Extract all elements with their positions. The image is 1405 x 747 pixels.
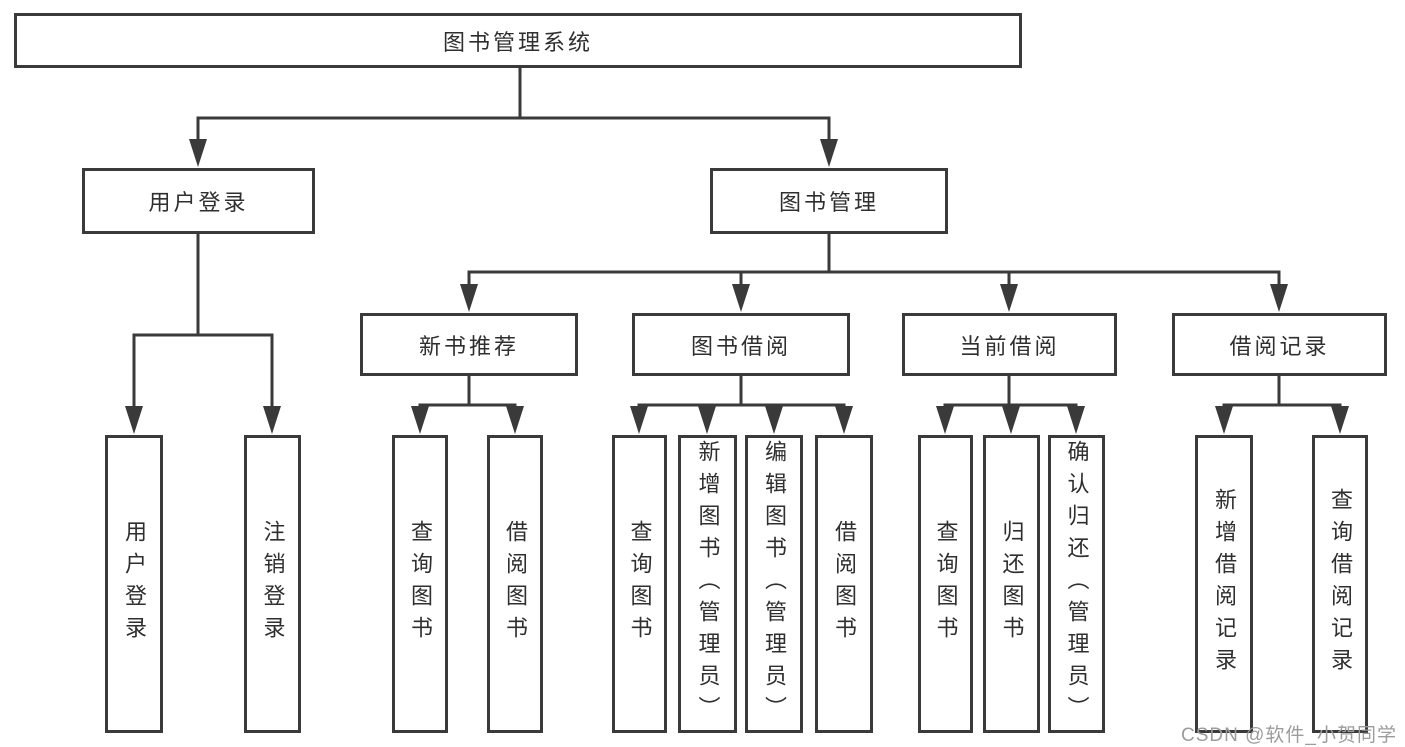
leaf-user-login-label: 用户登录 <box>122 520 147 648</box>
leaf-confirm-return-admin-label: 确认归还（管理员） <box>1064 440 1090 728</box>
leaf-logout: 注销登录 <box>244 435 301 733</box>
leaf-logout-label: 注销登录 <box>260 520 286 648</box>
csdn-watermark: CSDN @软件_小贺同学 <box>1181 725 1397 746</box>
leaf-borrow-books-label: 借阅图书 <box>832 520 857 648</box>
leaf-borrow-books-recommend: 借阅图书 <box>487 435 543 733</box>
node-current-borrow-label: 当前借阅 <box>959 333 1060 359</box>
node-borrow-records: 借阅记录 <box>1172 313 1387 376</box>
node-current-borrow: 当前借阅 <box>902 313 1117 376</box>
leaf-query-borrow-record: 查询借阅记录 <box>1312 435 1368 733</box>
leaf-edit-books-admin: 编辑图书（管理员） <box>745 435 803 733</box>
node-root: 图书管理系统 <box>14 13 1022 68</box>
connector-currentborrow-to-leaves <box>936 376 1085 434</box>
node-book-borrow-label: 图书借阅 <box>690 333 791 359</box>
leaf-user-login: 用户登录 <box>105 435 163 733</box>
leaf-query-borrow-record-label: 查询借阅记录 <box>1328 488 1353 680</box>
leaf-confirm-return-admin: 确认归还（管理员） <box>1048 435 1105 733</box>
leaf-return-books-label: 归还图书 <box>999 520 1025 648</box>
leaf-add-books-admin-label: 新增图书（管理员） <box>695 440 721 728</box>
leaf-query-books-borrow-label: 查询图书 <box>627 520 653 648</box>
connector-records-to-leaves <box>1215 376 1349 434</box>
node-user-login: 用户登录 <box>82 168 315 234</box>
leaf-query-books-recommend-label: 查询图书 <box>408 520 433 648</box>
connector-userlogin-to-leaves <box>125 234 281 434</box>
connector-bookborrow-to-leaves <box>630 376 853 434</box>
connector-bookmgmt-to-level3 <box>460 234 1288 312</box>
node-root-label: 图书管理系统 <box>442 29 593 55</box>
leaf-query-books-borrow: 查询图书 <box>612 435 667 733</box>
leaf-query-books-current-label: 查询图书 <box>933 520 959 648</box>
node-new-book-recommend: 新书推荐 <box>360 313 578 376</box>
node-borrow-records-label: 借阅记录 <box>1229 333 1330 359</box>
node-book-borrow: 图书借阅 <box>632 313 850 376</box>
connector-newbook-to-leaves <box>411 376 524 434</box>
leaf-add-borrow-record-label: 新增借阅记录 <box>1212 488 1237 680</box>
connector-root-to-level2 <box>189 67 838 167</box>
leaf-add-borrow-record: 新增借阅记录 <box>1195 435 1253 733</box>
leaf-edit-books-admin-label: 编辑图书（管理员） <box>762 440 787 728</box>
leaf-borrow-books-recommend-label: 借阅图书 <box>503 520 528 648</box>
node-user-login-label: 用户登录 <box>148 190 249 215</box>
leaf-borrow-books: 借阅图书 <box>815 435 873 733</box>
leaf-return-books: 归还图书 <box>983 435 1040 733</box>
leaf-query-books-recommend: 查询图书 <box>392 435 448 733</box>
node-book-management: 图书管理 <box>710 168 948 234</box>
node-new-book-recommend-label: 新书推荐 <box>418 333 519 359</box>
node-book-management-label: 图书管理 <box>778 190 879 215</box>
leaf-query-books-current: 查询图书 <box>918 435 973 733</box>
leaf-add-books-admin: 新增图书（管理员） <box>678 435 737 733</box>
